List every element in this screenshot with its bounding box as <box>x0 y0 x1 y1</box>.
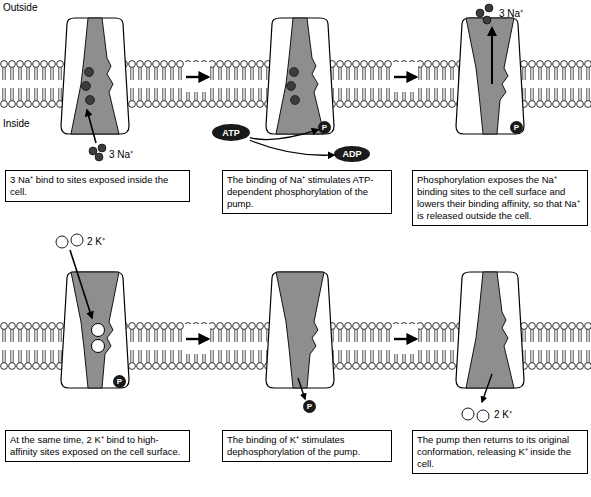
symbol-text: P <box>514 123 519 132</box>
potassium-ion <box>477 410 489 422</box>
sodium-ion <box>485 4 493 12</box>
pump-protein <box>456 272 524 388</box>
potassium-ion <box>71 234 83 246</box>
symbol-text: P <box>307 402 312 411</box>
symbol-text: P <box>117 377 122 386</box>
sodium-ion <box>98 144 106 152</box>
arrow-gap <box>392 324 418 354</box>
caption-text: 3 Na⁺ bind to sites exposed inside the c… <box>10 174 185 198</box>
sodium-ion <box>291 96 300 105</box>
ion-label: Outside <box>3 2 37 13</box>
step-arrow <box>394 338 416 340</box>
sodium-ion <box>86 96 95 105</box>
sodium-ion <box>476 9 484 17</box>
sodium-ion <box>82 82 91 91</box>
sodium-ion <box>89 147 97 155</box>
sodium-ion <box>287 82 296 91</box>
sodium-ion <box>290 68 299 77</box>
sodium-ion <box>483 16 491 24</box>
pump-protein <box>456 18 524 134</box>
pump-protein <box>266 272 334 388</box>
movement-arrow <box>482 374 492 402</box>
arrow-gap <box>184 324 210 354</box>
movement-arrow <box>70 250 92 318</box>
phosphate-circle: P <box>113 375 126 388</box>
symbol-text: P <box>322 123 327 132</box>
ion-label: 3 Na⁺ <box>109 147 133 161</box>
ion-label: 2 K⁺ <box>494 407 512 421</box>
step-caption: Phosphorylation exposes the Na⁺ binding … <box>412 170 588 226</box>
atp-oval: ATP <box>212 124 250 141</box>
sodium-ion <box>95 153 103 161</box>
pump-protein <box>266 18 334 134</box>
step-arrow <box>394 76 416 78</box>
arrow-gap <box>392 62 418 92</box>
step-caption: At the same time, 2 K⁺ bind to high-affi… <box>5 430 190 462</box>
step-caption: 3 Na⁺ bind to sites exposed inside the c… <box>5 170 190 202</box>
caption-text: Phosphorylation exposes the Na⁺ binding … <box>417 174 583 222</box>
phosphate-circle: P <box>510 121 523 134</box>
potassium-ion <box>92 340 105 353</box>
ion-label: 3 Na⁺ <box>499 6 523 20</box>
arrow-gap <box>184 62 210 92</box>
symbol-text: ADP <box>342 149 361 159</box>
caption-text: The pump then returns to its original co… <box>417 434 583 470</box>
potassium-ion <box>462 408 474 420</box>
symbol-text: ATP <box>222 128 239 138</box>
adp-oval: ADP <box>334 146 370 162</box>
caption-text: The binding of Na⁺ stimulates ATP-depend… <box>227 174 387 210</box>
reaction-arrow <box>250 130 318 140</box>
pump-protein <box>61 272 129 388</box>
phosphate-circle: P <box>303 400 316 413</box>
caption-text: At the same time, 2 K⁺ bind to high-affi… <box>10 434 185 458</box>
ion-label: 2 K⁺ <box>87 234 105 248</box>
release-arrow <box>298 378 305 399</box>
phosphate-circle: P <box>318 121 331 134</box>
step-caption: The binding of K⁺ stimulates dephosphory… <box>222 430 392 462</box>
step-arrow <box>186 76 208 78</box>
step-caption: The pump then returns to its original co… <box>412 430 588 474</box>
pump-protein <box>61 18 129 134</box>
step-arrow <box>186 338 208 340</box>
potassium-ion <box>92 324 105 337</box>
movement-arrow <box>87 110 96 143</box>
reaction-arrow <box>250 140 334 155</box>
potassium-ion <box>56 236 68 248</box>
ion-label: Inside <box>3 118 30 129</box>
movement-arrow <box>491 28 493 84</box>
caption-text: The binding of K⁺ stimulates dephosphory… <box>227 434 387 458</box>
step-caption: The binding of Na⁺ stimulates ATP-depend… <box>222 170 392 214</box>
sodium-ion <box>85 68 94 77</box>
